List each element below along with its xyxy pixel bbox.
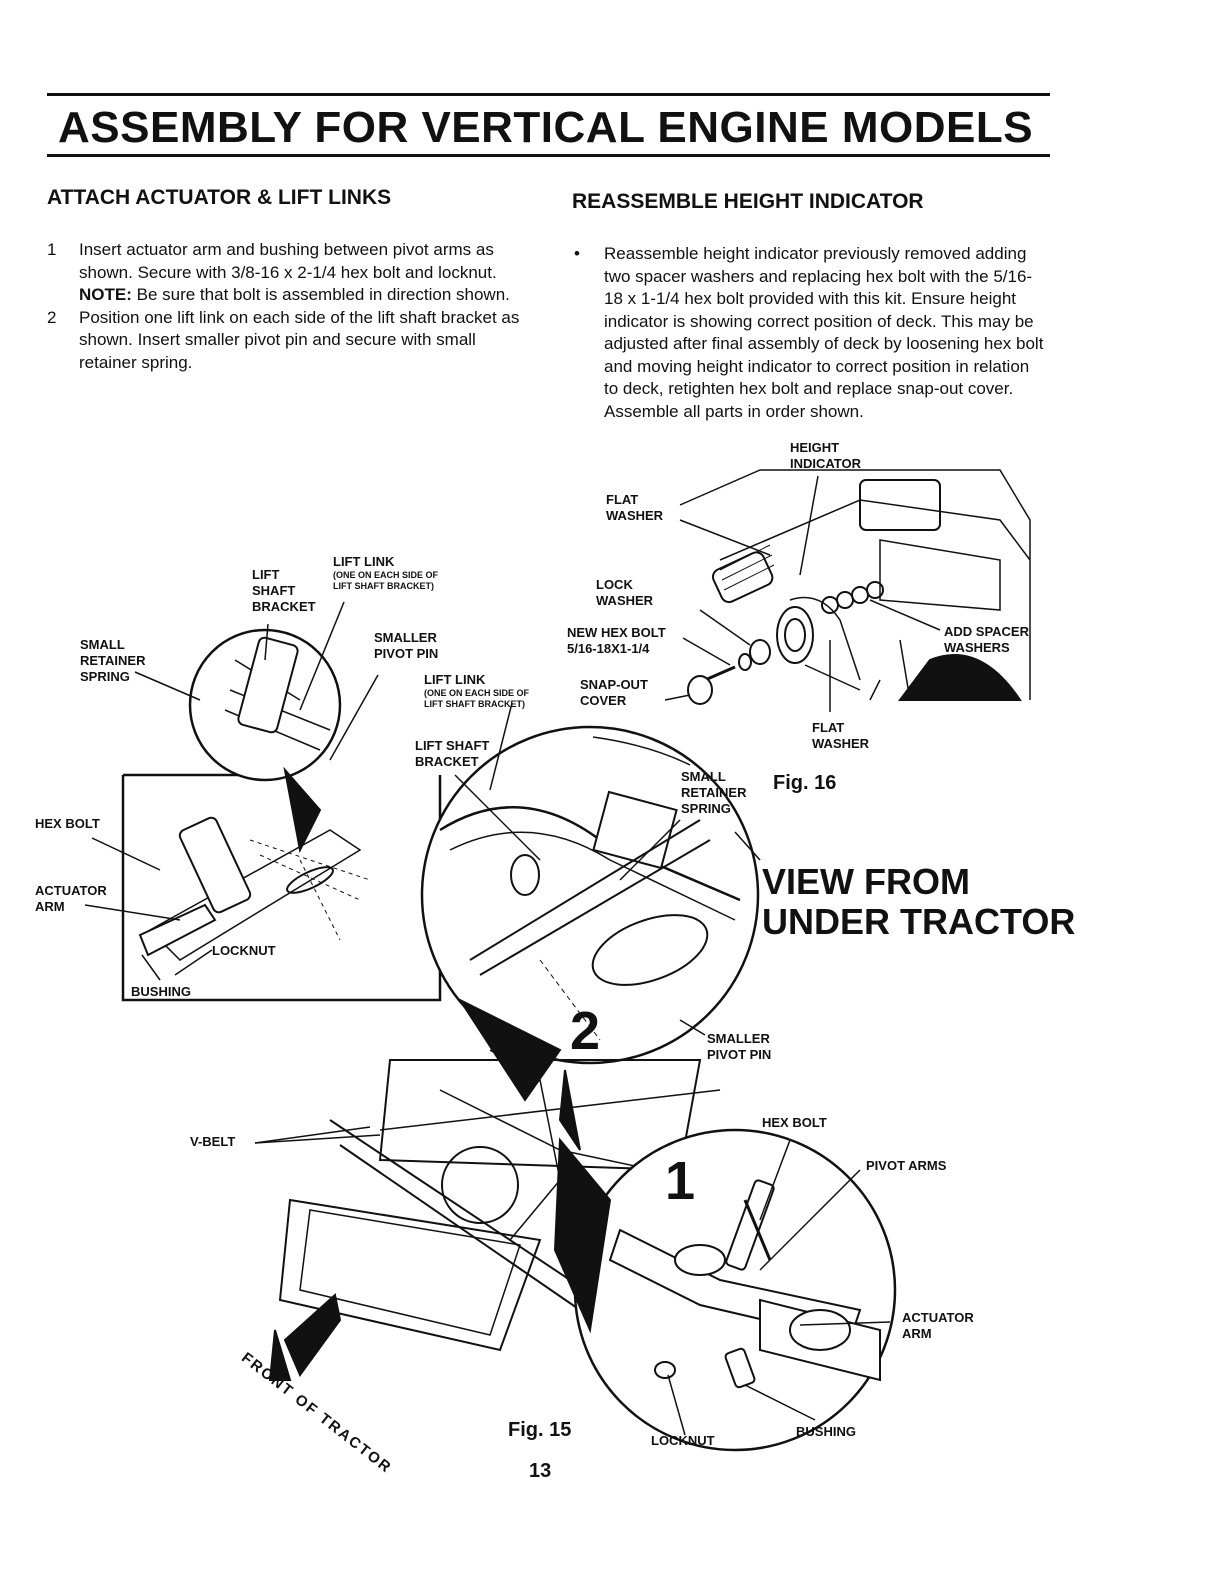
label-actuator-arm-bottom: ACTUATOR ARM bbox=[902, 1310, 974, 1341]
label-lift-link-top: LIFT LINK (ONE ON EACH SIDE OF LIFT SHAF… bbox=[333, 554, 439, 591]
section-heading-attach: ATTACH ACTUATOR & LIFT LINKS bbox=[47, 186, 392, 209]
label-locknut-bottom: LOCKNUT bbox=[651, 1433, 715, 1448]
attach-steps: 1 Insert actuator arm and bushing betwee… bbox=[47, 239, 527, 374]
label-smaller-pivot-pin-top: SMALLER PIVOT PIN bbox=[374, 630, 439, 661]
view-title-line2: UNDER TRACTOR bbox=[762, 901, 1076, 942]
label-lift-shaft-bracket-top: LIFT SHAFT BRACKET bbox=[252, 567, 316, 614]
label-snap-out-cover: SNAP-OUT COVER bbox=[580, 677, 648, 708]
bullet: • bbox=[574, 244, 580, 263]
label-smaller-pivot-pin-bottom: SMALLER PIVOT PIN bbox=[707, 1031, 772, 1062]
fig16-caption: Fig. 16 bbox=[773, 772, 837, 794]
step-1-number: 1 bbox=[47, 240, 57, 259]
reassemble-paragraph: • Reassemble height indicator previously… bbox=[572, 243, 1048, 423]
page-number: 13 bbox=[529, 1460, 552, 1482]
label-flat-washer-top: FLAT WASHER bbox=[606, 492, 664, 523]
label-locknut-left: LOCKNUT bbox=[212, 943, 276, 958]
label-bushing-bottom: BUSHING bbox=[796, 1424, 856, 1439]
page-title: ASSEMBLY FOR VERTICAL ENGINE MODELS bbox=[58, 103, 1034, 152]
label-actuator-arm-left: ACTUATOR ARM bbox=[35, 883, 107, 914]
step-1-note-label: NOTE: bbox=[79, 285, 132, 304]
view-title-line1: VIEW FROM bbox=[762, 861, 970, 902]
label-bushing-left: BUSHING bbox=[131, 984, 191, 999]
fig15-drawing bbox=[84, 601, 897, 1452]
step-2: 2 Position one lift link on each side of… bbox=[47, 307, 527, 375]
step-2-text: Position one lift link on each side of t… bbox=[79, 307, 520, 372]
label-add-spacer-washers: ADD SPACER WASHERS bbox=[944, 624, 1029, 655]
header-rule-bottom bbox=[47, 154, 1050, 157]
step-1-text: Insert actuator arm and bushing between … bbox=[79, 240, 497, 282]
step-2-number: 2 bbox=[47, 307, 57, 327]
step-1-note: Be sure that bolt is assembled in direct… bbox=[136, 285, 510, 304]
callout-number-1: 1 bbox=[665, 1151, 696, 1211]
label-new-hex-bolt: NEW HEX BOLT 5/16-18X1-1/4 bbox=[567, 625, 666, 656]
reassemble-text: Reassemble height indicator previously r… bbox=[604, 244, 1044, 421]
label-flat-washer-bottom: FLAT WASHER bbox=[812, 720, 870, 751]
label-hex-bolt-left: HEX BOLT bbox=[35, 816, 100, 831]
step-1: 1 Insert actuator arm and bushing betwee… bbox=[47, 239, 527, 307]
label-height-indicator: HEIGHT INDICATOR bbox=[790, 440, 862, 471]
fig15-caption: Fig. 15 bbox=[508, 1419, 572, 1441]
fig16-drawing bbox=[664, 469, 1031, 712]
label-v-belt: V-BELT bbox=[190, 1134, 236, 1149]
label-small-retainer-spring-left: SMALL RETAINER SPRING bbox=[80, 637, 146, 684]
header-rule-top bbox=[47, 93, 1050, 96]
section-heading-reassemble: REASSEMBLE HEIGHT INDICATOR bbox=[572, 190, 924, 213]
reassemble-text-block: • Reassemble height indicator previously… bbox=[572, 243, 1048, 423]
label-lock-washer: LOCK WASHER bbox=[596, 577, 654, 608]
callout-number-2: 2 bbox=[570, 1001, 601, 1061]
label-pivot-arms: PIVOT ARMS bbox=[866, 1158, 947, 1173]
label-lift-shaft-bracket-mid: LIFT SHAFT BRACKET bbox=[415, 738, 490, 769]
label-hex-bolt-bottom: HEX BOLT bbox=[762, 1115, 827, 1130]
label-small-retainer-spring-mid: SMALL RETAINER SPRING bbox=[681, 769, 747, 816]
label-lift-link-mid: LIFT LINK (ONE ON EACH SIDE OF LIFT SHAF… bbox=[424, 672, 530, 709]
